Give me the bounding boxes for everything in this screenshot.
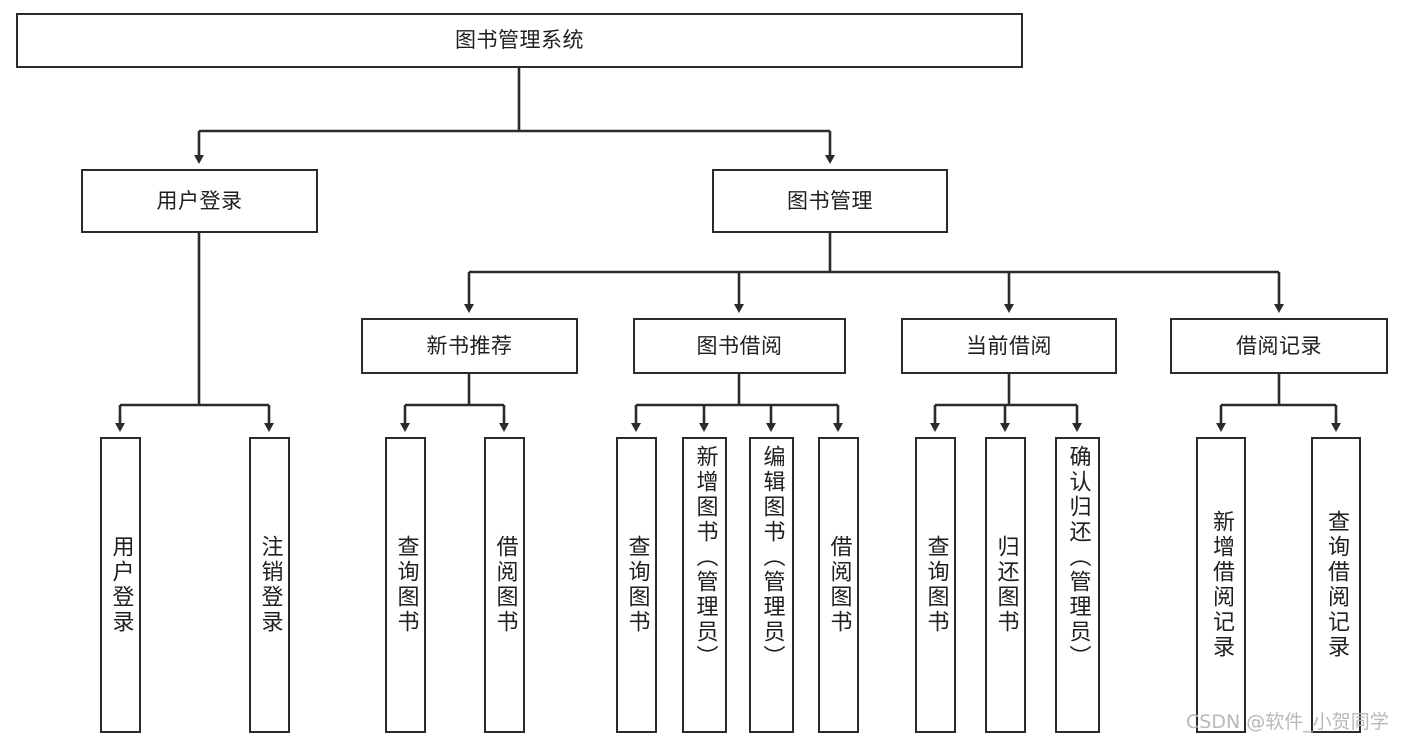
leaf-query-book-borrow[interactable]: 查询图书	[616, 437, 657, 733]
node-borrow-record[interactable]: 借阅记录	[1170, 318, 1388, 374]
leaf-confirm-return-admin[interactable]: 确认归还（管理员）	[1055, 437, 1100, 733]
edges-root	[194, 68, 835, 164]
leaf-confirm-return-admin-label: 确认归还（管理员）	[1065, 445, 1091, 670]
leaf-user-login-label: 用户登录	[108, 535, 134, 635]
leaf-edit-book-admin-label: 编辑图书（管理员）	[759, 445, 785, 670]
leaf-return-book[interactable]: 归还图书	[985, 437, 1026, 733]
leaf-query-book-recommend[interactable]: 查询图书	[385, 437, 426, 733]
node-root[interactable]: 图书管理系统	[16, 13, 1023, 68]
leaf-add-borrow-record-label: 新增借阅记录	[1209, 510, 1234, 660]
node-user-login-label: 用户登录	[156, 188, 243, 213]
leaf-return-book-label: 归还图书	[993, 535, 1019, 635]
node-borrow-record-label: 借阅记录	[1236, 333, 1322, 358]
leaf-logout[interactable]: 注销登录	[249, 437, 290, 733]
node-current-borrow[interactable]: 当前借阅	[901, 318, 1117, 374]
node-book-management-label: 图书管理	[787, 188, 873, 213]
leaf-query-borrow-record[interactable]: 查询借阅记录	[1311, 437, 1361, 733]
leaf-query-book-borrow-label: 查询图书	[624, 535, 650, 635]
leaf-borrow-book-recommend-label: 借阅图书	[492, 535, 518, 635]
node-book-management[interactable]: 图书管理	[712, 169, 948, 233]
node-root-label: 图书管理系统	[455, 28, 584, 53]
edges-current-borrow	[930, 374, 1082, 432]
node-new-book-recommend-label: 新书推荐	[426, 333, 513, 358]
leaf-add-book-admin-label: 新增图书（管理员）	[692, 445, 718, 670]
leaf-query-book-current-label: 查询图书	[923, 535, 949, 635]
node-new-book-recommend[interactable]: 新书推荐	[361, 318, 578, 374]
leaf-add-book-admin[interactable]: 新增图书（管理员）	[682, 437, 727, 733]
leaf-edit-book-admin[interactable]: 编辑图书（管理员）	[749, 437, 794, 733]
node-current-borrow-label: 当前借阅	[966, 333, 1052, 358]
node-user-login[interactable]: 用户登录	[81, 169, 318, 233]
leaf-add-borrow-record[interactable]: 新增借阅记录	[1196, 437, 1246, 733]
edges-borrow-book	[631, 374, 843, 432]
leaf-query-borrow-record-label: 查询借阅记录	[1324, 510, 1349, 660]
edges-book-manage	[464, 233, 1284, 313]
leaf-query-book-current[interactable]: 查询图书	[915, 437, 956, 733]
leaf-logout-label: 注销登录	[257, 535, 283, 635]
edges-new-book	[400, 374, 509, 432]
leaf-query-book-recommend-label: 查询图书	[393, 535, 419, 635]
node-book-borrow-label: 图书借阅	[696, 333, 783, 358]
leaf-borrow-book-label: 借阅图书	[826, 535, 852, 635]
leaf-borrow-book-recommend[interactable]: 借阅图书	[484, 437, 525, 733]
edges-user-login	[115, 233, 274, 432]
leaf-borrow-book[interactable]: 借阅图书	[818, 437, 859, 733]
node-book-borrow[interactable]: 图书借阅	[633, 318, 846, 374]
edges-borrow-record	[1216, 374, 1341, 432]
leaf-user-login[interactable]: 用户登录	[100, 437, 141, 733]
